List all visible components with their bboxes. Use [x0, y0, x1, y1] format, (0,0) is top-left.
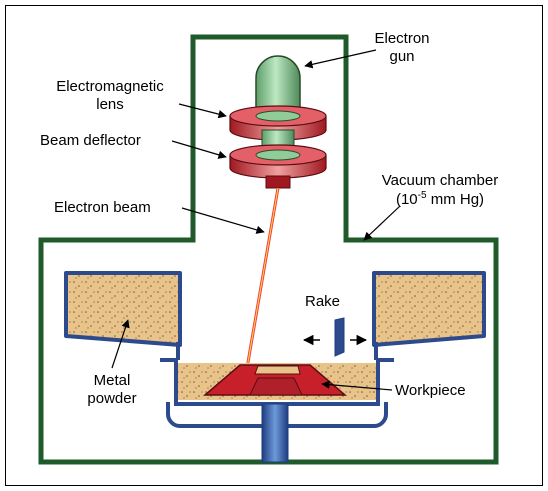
- label-rake: Rake: [305, 293, 340, 310]
- left-powder-hopper: [64, 271, 182, 360]
- svg-text:gun: gun: [389, 48, 414, 65]
- svg-text:Metal: Metal: [94, 372, 131, 389]
- svg-text:Workpiece: Workpiece: [395, 382, 466, 399]
- right-powder-hopper: [372, 271, 486, 360]
- svg-text:Beam deflector: Beam deflector: [40, 132, 141, 149]
- build-pipe: [261, 403, 289, 463]
- label-electron-gun: Electron gun: [304, 30, 430, 69]
- svg-text:powder: powder: [87, 390, 136, 407]
- svg-text:(10-5 mm Hg): (10-5 mm Hg): [396, 190, 484, 208]
- rake: [302, 317, 368, 357]
- label-electromagnetic-lens: Electromagnetic lens: [56, 78, 227, 119]
- label-metal-powder: Metal powder: [87, 319, 137, 407]
- svg-text:lens: lens: [96, 96, 124, 113]
- electromagnetic-lens: [229, 105, 327, 141]
- label-beam-deflector: Beam deflector: [40, 132, 227, 159]
- svg-text:Electron: Electron: [374, 30, 429, 47]
- label-electron-beam: Electron beam: [54, 199, 265, 234]
- beam-deflector: [229, 144, 327, 189]
- workpiece: [202, 364, 348, 396]
- svg-text:Vacuum chamber: Vacuum chamber: [382, 172, 498, 189]
- svg-text:Electromagnetic: Electromagnetic: [56, 78, 164, 95]
- svg-text:Rake: Rake: [305, 293, 340, 310]
- electron-beam: [245, 187, 280, 369]
- label-workpiece: Workpiece: [321, 380, 466, 399]
- svg-text:Electron beam: Electron beam: [54, 199, 151, 216]
- label-vacuum-chamber: Vacuum chamber (10-5 mm Hg): [363, 172, 498, 241]
